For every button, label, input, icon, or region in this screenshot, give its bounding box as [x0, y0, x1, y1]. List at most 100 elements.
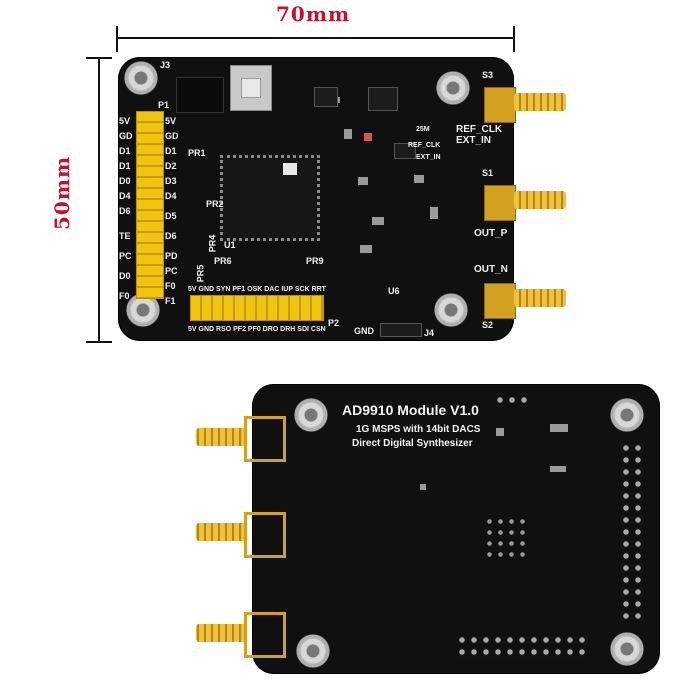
header-p2: [190, 295, 324, 321]
sma-base-s2: [484, 283, 516, 319]
label-u6: U6: [388, 286, 400, 296]
left-pin-label: TE: [119, 231, 131, 241]
inner-pin-label: D5: [165, 211, 177, 221]
back-hole-bottom-left: [296, 634, 330, 668]
label-pr6: PR6: [214, 256, 232, 266]
label-ext-in: EXT_IN: [456, 135, 492, 146]
label-gnd: GND: [354, 326, 374, 336]
header-j4: [380, 323, 422, 337]
inner-pin-label: F0: [165, 281, 176, 291]
regulator-chip: [314, 87, 338, 107]
width-tick-right: [513, 26, 515, 52]
inner-pin-label: F1: [165, 296, 176, 306]
label-out-p: OUT_P: [474, 228, 508, 239]
back-smd: [550, 424, 568, 432]
smd-component: [344, 129, 352, 139]
left-pin-label: F0: [119, 291, 130, 301]
label-ext-in-small: EXT_IN: [416, 154, 441, 161]
label-ref-clk-small: REF_CLK: [408, 142, 441, 149]
left-pin-label: D4: [119, 191, 131, 201]
back-hole-bottom-right: [610, 632, 644, 666]
smd-component: [372, 217, 384, 225]
smd-component: [414, 175, 424, 183]
back-line1: 1G MSPS with 14bit DACS: [356, 424, 481, 435]
mount-hole-bottom-right: [434, 293, 468, 327]
label-s3: S3: [482, 70, 494, 80]
width-tick-left: [116, 26, 118, 52]
back-top-holes: [494, 394, 530, 406]
status-led: [364, 133, 372, 141]
height-label: 50mm: [50, 155, 74, 230]
mount-hole-top-left: [124, 61, 158, 95]
label-s1: S1: [482, 168, 494, 178]
label-ref-clk: REF_CLK: [456, 124, 503, 135]
front-board: J3 P1 5V GD D1 D1 D0 D4 D6 TE PC D0 F0 5…: [118, 57, 516, 341]
label-pr4: PR4: [207, 234, 218, 253]
power-jack: [176, 77, 224, 113]
inner-pin-label: D1: [165, 146, 177, 156]
left-pin-label: D1: [119, 146, 131, 156]
inner-pin-label: D6: [165, 231, 177, 241]
inner-pin-label: D3: [165, 176, 177, 186]
ad9910-chip: [220, 155, 320, 241]
left-pin-label: D6: [119, 206, 131, 216]
back-line2: Direct Digital Synthesizer: [352, 438, 473, 449]
height-tick-top: [86, 57, 112, 59]
back-smd: [496, 428, 504, 436]
back-sma-top: [196, 428, 246, 446]
sma-connector-s2: [514, 289, 566, 307]
back-sma-base-top: [244, 416, 286, 462]
inner-pin-label: PD: [165, 251, 178, 261]
chip-logo: [283, 163, 297, 175]
smd-component: [358, 177, 368, 185]
back-right-header: [620, 442, 644, 622]
back-title: AD9910 Module V1.0: [342, 402, 479, 418]
label-pr2: PR2: [206, 199, 224, 209]
smd-component: [360, 245, 372, 253]
power-switch: [230, 65, 272, 111]
width-dimension-line: [117, 37, 514, 39]
label-s2: S2: [482, 320, 494, 330]
left-pin-label: 5V: [119, 116, 131, 126]
crystal: [394, 143, 416, 159]
left-pin-label: PC: [119, 251, 132, 261]
inner-pin-label: PC: [165, 266, 178, 276]
smd-component: [430, 207, 438, 219]
bottom-pin-labels: 5V GND RSO PF2 PF0 DRO DRH SDI CSN: [188, 326, 326, 333]
label-out-n: OUT_N: [474, 264, 508, 275]
back-smd: [550, 466, 566, 472]
left-pin-label: D1: [119, 161, 131, 171]
label-25m: 25M: [416, 126, 430, 133]
back-sma-base-middle: [244, 512, 286, 558]
back-sma-middle: [196, 523, 246, 541]
back-sma-base-bottom: [244, 612, 286, 658]
mount-hole-top-right: [436, 71, 470, 105]
label-pr9: PR9: [306, 256, 324, 266]
back-hole-top-right: [610, 398, 644, 432]
label-u1: U1: [224, 240, 236, 250]
inner-pin-label: GD: [165, 131, 179, 141]
ic-small: [368, 87, 398, 111]
sma-base-s1: [484, 185, 516, 221]
left-pin-label: D0: [119, 271, 131, 281]
sma-connector-s1: [514, 191, 566, 209]
sma-connector-s3: [514, 93, 566, 111]
left-pin-label: D0: [119, 176, 131, 186]
inner-pin-label: 5V: [165, 116, 177, 126]
top-pin-labels: 5V GND SYN PF1 OSK DAC IUP SCK RRT: [188, 286, 326, 293]
header-p1: [136, 111, 164, 299]
back-bottom-header: [456, 634, 588, 658]
back-board: AD9910 Module V1.0 1G MSPS with 14bit DA…: [252, 384, 660, 674]
left-pin-label: GD: [119, 131, 133, 141]
inner-pin-label: D2: [165, 161, 177, 171]
back-hole-top-left: [294, 398, 328, 432]
back-smd: [420, 484, 426, 490]
label-p1: P1: [158, 100, 170, 110]
label-pr5: PR5: [195, 264, 206, 283]
label-j3: J3: [160, 60, 171, 70]
sma-base-s3: [484, 87, 516, 123]
inner-pin-label: D4: [165, 191, 177, 201]
label-j4: J4: [424, 328, 435, 338]
back-sma-bottom: [196, 624, 246, 642]
width-label: 70mm: [276, 2, 351, 26]
